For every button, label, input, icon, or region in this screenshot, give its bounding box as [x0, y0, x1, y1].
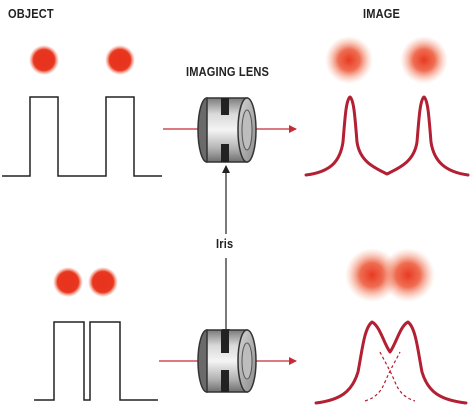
object-spot-top-left — [29, 45, 59, 75]
object-profile-top — [2, 96, 162, 177]
image-spot-top-left — [325, 36, 373, 84]
imaging-lens-bottom — [197, 329, 257, 393]
imaging-lens-top — [197, 97, 257, 163]
image-profile-bottom — [314, 320, 468, 405]
image-component-right-dashed — [379, 351, 416, 402]
object-spot-bottom-right — [88, 267, 118, 297]
image-component-left-dashed — [364, 351, 401, 402]
imaging-lens-label: IMAGING LENS — [186, 64, 270, 79]
image-spot-bottom-right — [381, 248, 435, 302]
iris-label: Iris — [216, 236, 234, 251]
object-spot-top-right — [105, 45, 135, 75]
image-label: IMAGE — [363, 6, 401, 21]
image-profile-top — [304, 95, 470, 177]
object-spot-bottom-left — [53, 267, 83, 297]
image-spot-top-right — [400, 36, 448, 84]
object-label: OBJECT — [8, 6, 54, 21]
object-profile-bottom — [34, 321, 158, 401]
